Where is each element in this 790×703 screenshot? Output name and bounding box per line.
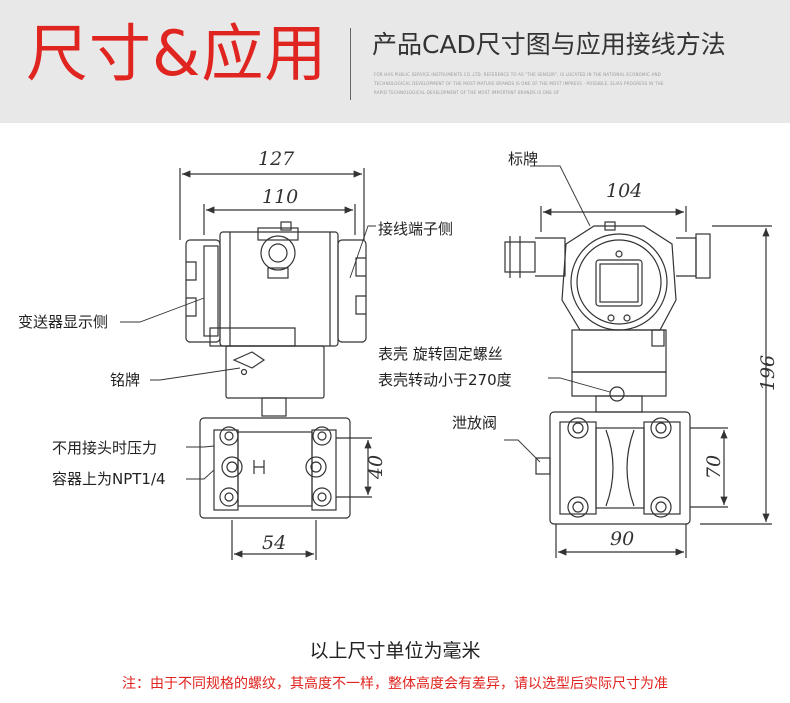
dim-flange-height-left: 40 [365,454,388,480]
dim-flange-width-right: 90 [610,528,635,550]
label-nameplate: 铭牌 [110,371,141,389]
units-caption: 以上尺寸单位为毫米 [309,640,481,662]
label-shell-rotation: 表壳转动小于270度 [378,371,512,389]
dim-total-height: 196 [757,354,780,392]
header-divider [350,28,351,100]
dim-top-width: 104 [606,180,643,202]
page-title: 尺寸&应用 [26,17,328,90]
dim-flange-width-left: 54 [262,532,287,554]
dim-overall-width: 127 [258,148,295,170]
label-terminal-side: 接线端子侧 [378,220,454,238]
label-no-joint-line2: 容器上为NPT1/4 [52,470,166,488]
left-view-drawing [120,168,376,560]
label-vent-valve: 泄放阀 [452,414,498,432]
page-subtitle: 产品CAD尺寸图与应用接线方法 [372,30,726,59]
label-no-joint-line1: 不用接头时压力 [52,439,158,457]
dim-flange-height-right: 70 [703,454,726,480]
label-display-side: 变送器显示侧 [18,313,109,331]
label-shell-screw: 表壳 旋转固定螺丝 [378,345,503,363]
label-tag: 标牌 [508,150,539,168]
footnote: 注：由于不同规格的螺纹，其高度不一样，整体高度会有差异，请以选型后实际尺寸为准 [122,676,668,692]
dim-housing-width: 110 [262,186,299,208]
header-banner: 尺寸&应用 产品CAD尺寸图与应用接线方法 FOR HAS PUBLIC SER… [0,0,790,123]
header-fine-print: FOR HAS PUBLIC SERVICE INSTRUMENTS CO.,L… [374,72,664,95]
right-view-drawing [504,165,772,558]
